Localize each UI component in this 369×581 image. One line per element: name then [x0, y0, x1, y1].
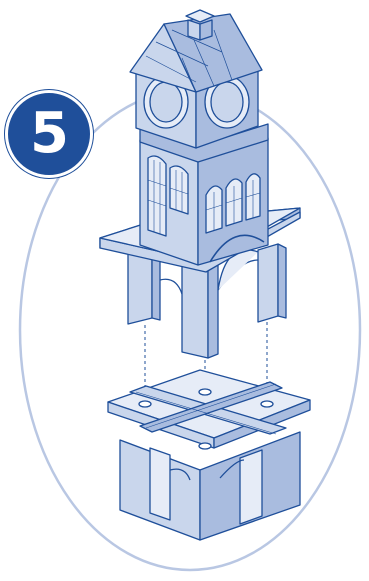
step-number: 5: [30, 106, 68, 162]
step-number-badge: 5: [5, 90, 93, 178]
tower-chimney: [186, 10, 214, 40]
tower-base-lower: [108, 370, 310, 540]
clock-tower-upper: [100, 10, 300, 358]
